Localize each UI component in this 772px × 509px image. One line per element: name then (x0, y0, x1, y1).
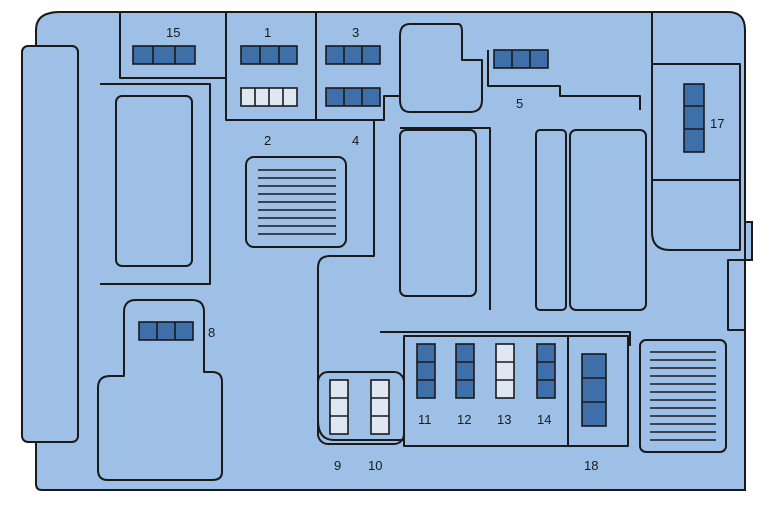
fuse-14 (536, 343, 556, 399)
label-1: 1 (264, 25, 271, 40)
fuse-11 (416, 343, 436, 399)
relay-8 (97, 299, 223, 481)
left-slot (115, 95, 193, 267)
right-edge-tab (727, 222, 746, 331)
label-13: 13 (497, 412, 511, 427)
left-edge-rail (21, 45, 79, 443)
label-8: 8 (208, 325, 215, 340)
lower-fuse-frame (380, 331, 631, 346)
label-5: 5 (516, 96, 523, 111)
fuse-3 (325, 45, 381, 65)
label-10: 10 (368, 458, 382, 473)
label-3: 3 (352, 25, 359, 40)
right-slot (569, 129, 647, 311)
label-14: 14 (537, 412, 551, 427)
fuse-block-18 (567, 335, 629, 447)
center-partition (317, 120, 404, 441)
label-9: 9 (334, 458, 341, 473)
right-narrow-slot (535, 129, 567, 311)
compartment-1-4 (225, 12, 400, 121)
relay-2 (245, 156, 347, 248)
relay-5 (399, 23, 483, 113)
fuse-4 (325, 87, 381, 107)
compartment-17-body (651, 63, 741, 251)
relay-5-guide (487, 50, 641, 110)
label-2: 2 (264, 133, 271, 148)
label-4: 4 (352, 133, 359, 148)
fuse-18 (581, 353, 607, 427)
center-slot (399, 129, 477, 297)
fuse-15 (132, 45, 196, 65)
label-18: 18 (584, 458, 598, 473)
fuse-9 (329, 379, 349, 435)
fuse-8 (138, 321, 194, 341)
relay-bottom-right (639, 339, 727, 453)
label-17: 17 (710, 116, 724, 131)
fuse-10 (370, 379, 390, 435)
fuse-1 (240, 45, 298, 65)
center-channel (400, 127, 491, 310)
left-channel (100, 83, 211, 285)
label-12: 12 (457, 412, 471, 427)
fuse-5 (493, 49, 549, 69)
label-15: 15 (166, 25, 180, 40)
relay-2-hatching (258, 169, 336, 235)
fuse-13 (495, 343, 515, 399)
fuse-2 (240, 87, 298, 107)
fuse-17 (683, 83, 705, 153)
fuse-block-9-10 (317, 371, 405, 445)
fuse-12 (455, 343, 475, 399)
label-11: 11 (418, 412, 432, 427)
relay-bottom-right-hatching (650, 351, 716, 441)
